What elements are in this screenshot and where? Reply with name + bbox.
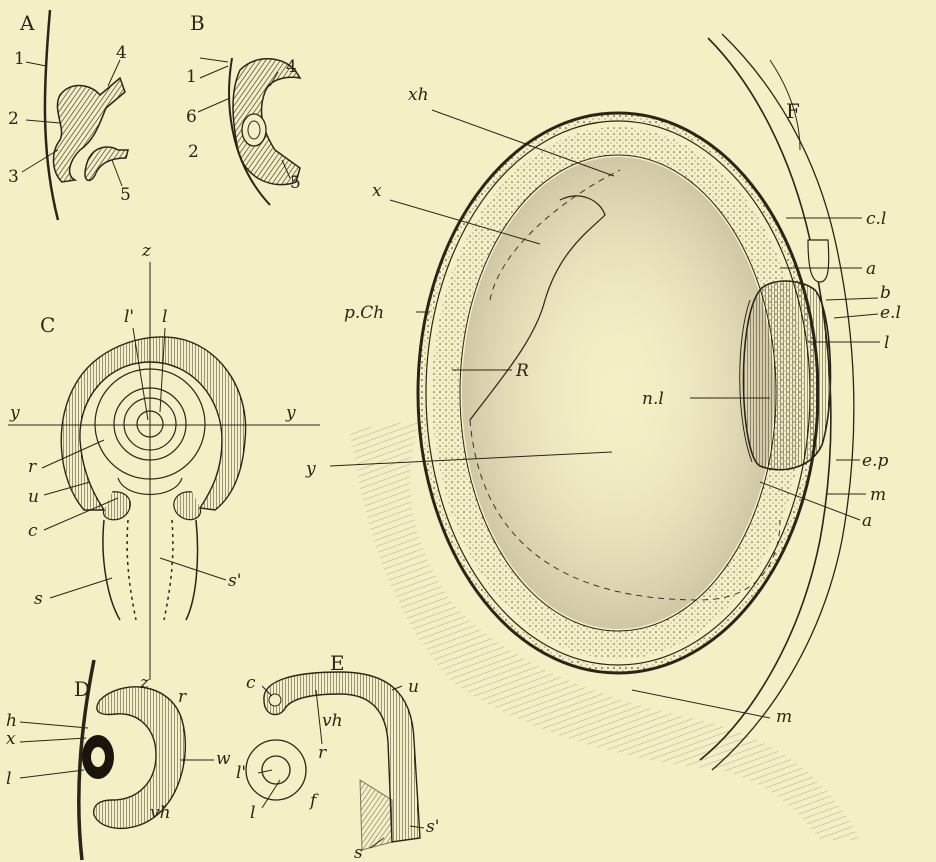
panel-c-label-s-prime: s' bbox=[228, 571, 241, 591]
panel-f-label-xh: xh bbox=[408, 85, 429, 105]
panel-a-outer-membrane bbox=[45, 10, 58, 220]
panel-e-lens-outer bbox=[246, 740, 306, 800]
panel-c: C z l' l y y r u c s s' z bbox=[8, 241, 320, 693]
panel-c-label-z-top: z bbox=[141, 241, 152, 261]
panel-e-label-s: s bbox=[354, 843, 363, 862]
panel-f-label-x: x bbox=[372, 181, 382, 201]
panel-e-label-s-prime: s' bbox=[426, 817, 439, 837]
panel-b-leader-1b bbox=[200, 66, 228, 78]
panel-c-stalk-left-outer bbox=[103, 520, 120, 620]
panel-f-label-a-bottom: a bbox=[862, 511, 872, 531]
panel-a: A 1 2 3 4 5 bbox=[8, 10, 131, 220]
panel-f-label-nl: n.l bbox=[642, 389, 664, 409]
panel-d-label-vh: vh bbox=[150, 803, 171, 823]
panel-f-label-pch: p.Ch bbox=[344, 303, 384, 323]
panel-d: D h x l r w vh bbox=[6, 660, 231, 860]
panel-e-lens-inner bbox=[262, 756, 290, 784]
panel-c-letter: C bbox=[40, 313, 55, 337]
panel-f-label-m: m bbox=[870, 485, 886, 505]
panel-f-label-ep: e.p bbox=[862, 451, 888, 471]
panel-e-label-c: c bbox=[246, 673, 256, 693]
panel-b-label-4: 4 bbox=[286, 57, 297, 77]
panel-d-leader-x bbox=[20, 738, 86, 742]
panel-a-label-5: 5 bbox=[120, 185, 131, 205]
panel-d-label-w: w bbox=[216, 749, 231, 769]
panel-b-lens bbox=[242, 114, 266, 146]
panel-f-pouch bbox=[808, 240, 829, 282]
panel-e-label-u: u bbox=[408, 677, 419, 697]
panel-a-stalk bbox=[85, 147, 128, 180]
panel-f-label-b: b bbox=[880, 283, 891, 303]
panel-e-stalk bbox=[264, 672, 420, 842]
panel-f-label-a-top: a bbox=[866, 259, 876, 279]
panel-a-label-3: 3 bbox=[8, 167, 19, 187]
panel-c-label-s: s bbox=[34, 589, 43, 609]
panel-f-lens bbox=[743, 281, 830, 470]
panel-c-left-lip bbox=[103, 492, 130, 520]
panel-e-label-r: r bbox=[318, 743, 327, 763]
panel-c-label-c: c bbox=[28, 521, 38, 541]
panel-d-label-x: x bbox=[6, 729, 16, 749]
panel-c-label-l: l bbox=[162, 307, 167, 327]
panel-b-label-1: 1 bbox=[186, 67, 197, 87]
panel-b-leader-6 bbox=[198, 98, 230, 112]
panel-a-letter: A bbox=[19, 11, 35, 35]
panel-c-stalk-right-dotted bbox=[164, 520, 173, 620]
panel-a-label-4: 4 bbox=[116, 43, 127, 63]
panel-e-leader-l-prime bbox=[258, 770, 272, 773]
panel-c-label-y-right: y bbox=[285, 403, 296, 423]
panel-f-label-y: y bbox=[305, 459, 316, 479]
panel-e-label-vh: vh bbox=[322, 711, 343, 731]
panel-e-stalk-lower bbox=[360, 780, 392, 850]
panel-d-leader-h bbox=[20, 722, 88, 728]
panel-f-leader-b bbox=[826, 298, 878, 300]
panel-c-label-y-left: y bbox=[9, 403, 20, 423]
panel-c-leader-s bbox=[50, 578, 112, 598]
panel-a-leader-2 bbox=[26, 120, 60, 123]
panel-f-label-cl: c.l bbox=[866, 209, 886, 229]
panel-e-label-f: f bbox=[308, 791, 319, 811]
panel-b-label-6: 6 bbox=[186, 107, 197, 127]
panel-a-leader-3 bbox=[22, 150, 58, 172]
panel-b-label-5: 5 bbox=[290, 173, 301, 193]
panel-a-label-2: 2 bbox=[8, 109, 19, 129]
panel-e-leader-l bbox=[262, 780, 280, 808]
panel-c-label-r: r bbox=[28, 457, 37, 477]
panel-c-label-u: u bbox=[28, 487, 39, 507]
panel-d-label-r: r bbox=[178, 687, 187, 707]
panel-f-label-r: R bbox=[515, 361, 529, 381]
panel-b-label-2: 2 bbox=[188, 142, 199, 162]
panel-c-leader-s-prime bbox=[160, 558, 226, 580]
panel-a-leader-5 bbox=[112, 160, 122, 186]
panel-f-label-el: e.l bbox=[880, 303, 901, 323]
panel-c-stalk-left-dotted bbox=[127, 520, 136, 620]
panel-c-label-l-prime: l' bbox=[124, 307, 134, 327]
panel-e-label-l-prime: l' bbox=[236, 763, 246, 783]
panel-e-label-l: l bbox=[250, 803, 255, 823]
panel-a-label-1: 1 bbox=[14, 49, 25, 69]
panel-d-label-h: h bbox=[6, 711, 17, 731]
panel-d-lens-center bbox=[91, 747, 105, 767]
panel-d-leader-l bbox=[20, 770, 84, 778]
panel-f-label-m-bottom: m bbox=[776, 707, 792, 727]
panel-b: B 1 6 2 4 5 bbox=[186, 11, 301, 205]
panel-f-leader-el bbox=[834, 314, 878, 318]
panel-f-label-l: l bbox=[884, 333, 889, 353]
panel-b-leader-1 bbox=[200, 58, 228, 62]
panel-c-cup-wall bbox=[61, 337, 245, 510]
panel-e: E c u vh r l' l f s' s bbox=[236, 651, 439, 862]
panel-d-label-l: l bbox=[6, 769, 11, 789]
panel-b-letter: B bbox=[190, 11, 205, 35]
panel-e-cavity bbox=[269, 694, 281, 706]
panel-a-leader-1 bbox=[26, 62, 46, 66]
panel-f-vitreous bbox=[462, 157, 774, 629]
panel-c-right-lip bbox=[174, 492, 201, 520]
